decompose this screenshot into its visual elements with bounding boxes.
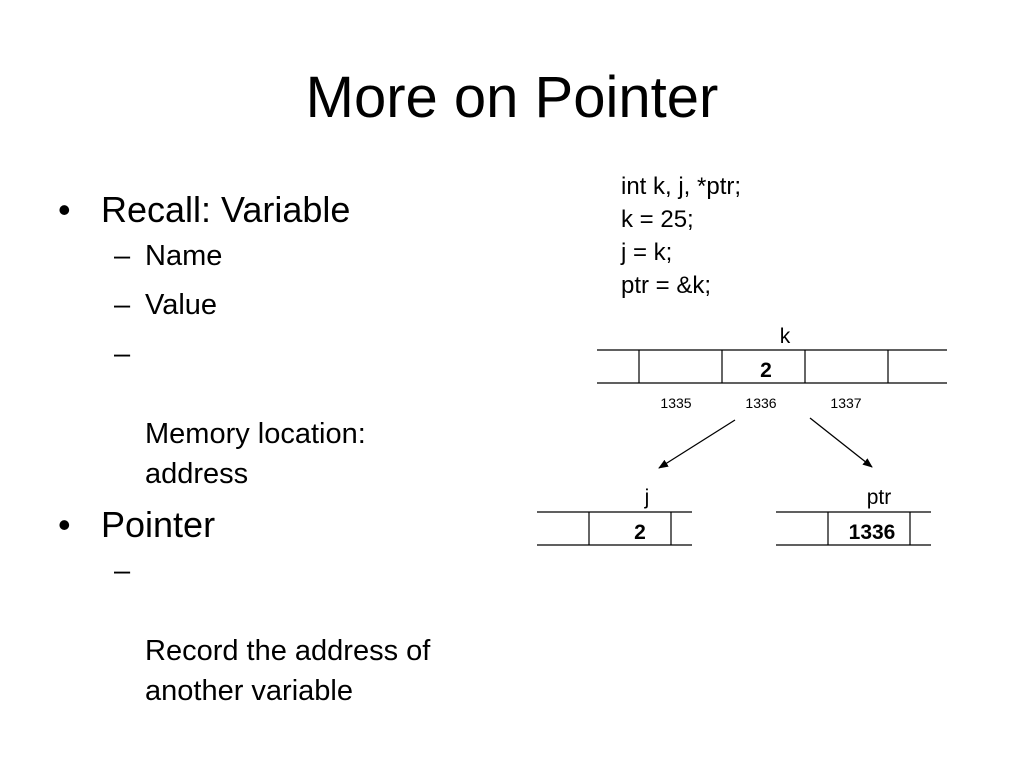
bullet-text: Recall: Variable bbox=[101, 189, 351, 230]
bullet-text: Pointer bbox=[101, 504, 216, 545]
k-label: k bbox=[780, 325, 791, 348]
code-line: int k, j, *ptr; bbox=[621, 173, 742, 200]
bullet-marker: • bbox=[58, 504, 71, 545]
address-label: 1337 bbox=[830, 395, 861, 411]
k-cell-value: 2 bbox=[760, 359, 772, 382]
sub-bullet-marker: – bbox=[114, 555, 131, 587]
bullet-marker: • bbox=[58, 189, 71, 230]
sub-bullet-text: Value bbox=[145, 289, 218, 321]
sub-bullet-name: – Name bbox=[114, 236, 498, 276]
memory-row bbox=[597, 349, 947, 384]
j-label: j bbox=[644, 486, 650, 509]
sub-bullet-marker: – bbox=[114, 338, 131, 370]
code-block: int k, j, *ptr; k = 25; j = k; ptr = &k; bbox=[621, 170, 741, 302]
sub-bullet-marker: – bbox=[114, 289, 131, 321]
sub-bullet-record-address: – Record the address of another variable bbox=[114, 551, 498, 711]
sub-bullet-text: Name bbox=[145, 240, 223, 272]
j-cell bbox=[537, 511, 692, 546]
code-line: k = 25; bbox=[621, 206, 694, 233]
ptr-cell-value: 1336 bbox=[849, 521, 896, 544]
sub-bullet-text: Memory location: address bbox=[145, 418, 366, 490]
sub-bullet-value: – Value bbox=[114, 285, 498, 325]
sub-bullet-text: Record the address of another variable bbox=[145, 635, 431, 707]
bullet-pointer: • Pointer bbox=[58, 503, 498, 547]
ptr-label: ptr bbox=[867, 486, 892, 509]
slide-title: More on Pointer bbox=[305, 65, 719, 130]
sub-bullet-marker: – bbox=[114, 240, 131, 272]
bullet-list: • Recall: Variable – Name – Value – Memo… bbox=[58, 188, 498, 720]
code-line: j = k; bbox=[621, 239, 673, 266]
bullet-recall-variable: • Recall: Variable bbox=[58, 188, 498, 232]
arrow-to-j bbox=[658, 419, 736, 469]
code-line: ptr = &k; bbox=[621, 272, 712, 299]
arrow-to-ptr bbox=[809, 417, 873, 468]
address-label: 1335 bbox=[660, 395, 691, 411]
j-cell-value: 2 bbox=[634, 521, 646, 544]
ptr-cell bbox=[776, 511, 931, 546]
address-label: 1336 bbox=[745, 395, 776, 411]
sub-bullet-memory-location: – Memory location: address bbox=[114, 334, 498, 494]
